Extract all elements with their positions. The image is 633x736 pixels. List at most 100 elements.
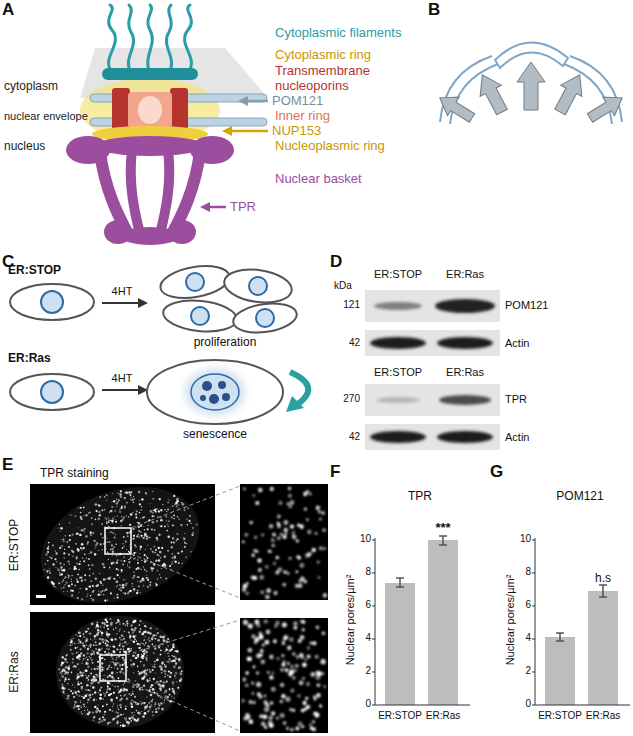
pore-dots bbox=[154, 661, 156, 663]
pore-dots bbox=[167, 524, 168, 525]
pore-dots bbox=[143, 526, 144, 527]
pore-dots bbox=[61, 539, 62, 540]
pore-dots bbox=[120, 520, 123, 523]
pore-dots bbox=[116, 722, 118, 724]
micrograph bbox=[126, 620, 240, 655]
nuclear-pore-illustration bbox=[66, 5, 268, 245]
western-blot bbox=[437, 337, 493, 349]
pore-dots bbox=[80, 547, 82, 549]
pore-dots bbox=[143, 566, 144, 567]
pore-dots bbox=[160, 697, 162, 699]
pore-dots bbox=[257, 558, 262, 563]
pore-dots bbox=[106, 644, 109, 647]
pore-dots bbox=[300, 577, 305, 582]
pore-dots bbox=[184, 546, 186, 548]
western-blot bbox=[435, 299, 495, 313]
pore-dots bbox=[117, 707, 118, 708]
pore-dots bbox=[47, 547, 50, 550]
pore-dots bbox=[151, 664, 152, 665]
pore-dots bbox=[136, 710, 137, 711]
pore-dots bbox=[49, 568, 50, 569]
pore-dots bbox=[255, 501, 259, 505]
pore-dots bbox=[128, 566, 130, 568]
pore-dots bbox=[312, 727, 316, 731]
pore-dots bbox=[96, 624, 98, 626]
pore-dots bbox=[113, 500, 115, 502]
pore-dots bbox=[122, 586, 124, 588]
pore-dots bbox=[77, 597, 79, 599]
pore-dots bbox=[290, 688, 294, 692]
lane-label: ER:Ras bbox=[446, 268, 484, 281]
pore-dots bbox=[119, 630, 120, 631]
pore-dots bbox=[118, 621, 120, 623]
pore-dots bbox=[69, 522, 71, 524]
pore-dots bbox=[180, 524, 182, 526]
pore-dots bbox=[157, 516, 158, 517]
pore-dots bbox=[45, 563, 46, 564]
pore-dots bbox=[67, 683, 68, 684]
pore-dots bbox=[110, 646, 111, 647]
pore-dots bbox=[124, 651, 126, 653]
pore-dots bbox=[106, 621, 108, 623]
pore-dots bbox=[115, 521, 117, 523]
pore-dots bbox=[117, 493, 119, 495]
pore-dots bbox=[126, 515, 128, 517]
pore-dots bbox=[152, 688, 155, 691]
pore-dots bbox=[97, 634, 98, 635]
pore-dots bbox=[133, 663, 135, 665]
pore-dots bbox=[109, 568, 110, 569]
pore-dots bbox=[125, 719, 127, 721]
pore-dots bbox=[297, 556, 301, 560]
pore-dots bbox=[169, 694, 171, 696]
pore-dots bbox=[79, 671, 82, 674]
pore-dots bbox=[57, 570, 58, 571]
pore-dots bbox=[150, 548, 152, 550]
pore-dots bbox=[171, 648, 173, 650]
pore-dots bbox=[91, 659, 93, 661]
pore-dots bbox=[128, 559, 129, 560]
region-label: nucleus bbox=[4, 140, 45, 154]
pore-dots bbox=[81, 711, 82, 712]
pore-dots bbox=[90, 531, 93, 534]
pore-dots bbox=[304, 508, 307, 511]
pore-dots bbox=[59, 679, 60, 680]
pore-dots bbox=[88, 564, 90, 566]
pore-dots bbox=[139, 631, 141, 633]
pore-dots bbox=[261, 533, 264, 536]
pore-dots bbox=[300, 526, 303, 529]
pore-dots bbox=[148, 520, 150, 522]
pore-dots bbox=[176, 681, 178, 683]
pore-dots bbox=[243, 717, 247, 721]
pointer-arrow bbox=[200, 202, 210, 212]
pore-dots bbox=[114, 597, 115, 598]
pore-dots bbox=[92, 599, 94, 601]
pore-dots bbox=[87, 535, 88, 536]
pore-dots bbox=[117, 575, 118, 576]
pore-dots bbox=[280, 533, 283, 536]
pore-dots bbox=[153, 652, 155, 654]
pore-dots bbox=[158, 498, 160, 500]
pore-dots bbox=[264, 700, 268, 704]
pore-dots bbox=[143, 675, 145, 677]
pore-dots bbox=[152, 669, 154, 671]
pore-dots bbox=[76, 675, 77, 676]
pore-dots bbox=[164, 525, 166, 527]
pore-dots bbox=[150, 567, 152, 569]
pore-dots bbox=[270, 701, 273, 704]
pore-dots bbox=[89, 568, 91, 570]
pore-dots bbox=[109, 567, 110, 568]
pore-dots bbox=[323, 593, 328, 598]
pore-dots bbox=[154, 647, 157, 650]
pore-dots bbox=[86, 645, 87, 646]
pore-dots bbox=[104, 496, 106, 498]
axis-title: Nuclear pores/µm² bbox=[344, 575, 357, 666]
pore-dots bbox=[300, 525, 303, 528]
cell-cartoon bbox=[249, 277, 267, 295]
pore-dots bbox=[139, 674, 140, 675]
pore-dots bbox=[69, 568, 70, 569]
pore-dots bbox=[318, 510, 321, 513]
pore-dots bbox=[160, 519, 162, 521]
pore-dots bbox=[140, 701, 141, 702]
pore-dots bbox=[254, 536, 257, 539]
pore-dots bbox=[115, 534, 116, 535]
